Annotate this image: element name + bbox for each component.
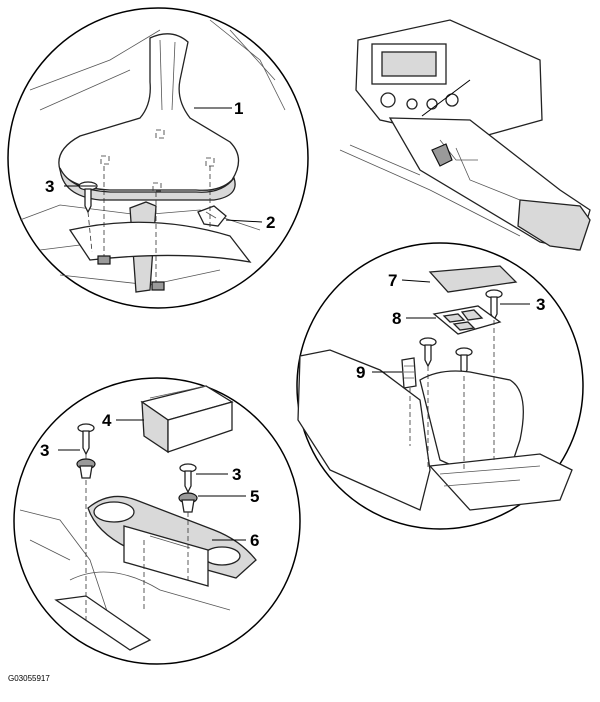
cup-holder-icon xyxy=(87,495,257,587)
compartment-tray-icon xyxy=(432,305,502,335)
callout-1: 1 xyxy=(234,99,243,118)
figure-reference-code: G03055917 xyxy=(8,674,50,683)
callout-5: 5 xyxy=(250,487,259,506)
insert-box-icon xyxy=(140,385,234,454)
detail-circle-cup-holder xyxy=(13,377,301,665)
callout-8: 8 xyxy=(392,309,401,328)
callout-3-compartment: 3 xyxy=(536,295,545,314)
clip-icon xyxy=(197,205,227,227)
spring-clip-icon xyxy=(401,357,417,389)
callout-3-gear-lever: 3 xyxy=(45,177,54,196)
callout-9: 9 xyxy=(356,363,365,382)
callout-6: 6 xyxy=(250,531,259,550)
screw-icon xyxy=(78,181,98,214)
callout-7: 7 xyxy=(388,271,397,290)
callout-3-cup-holder-right: 3 xyxy=(232,465,241,484)
callout-4: 4 xyxy=(102,411,112,430)
expansion-nut-icon xyxy=(76,458,96,479)
callout-2: 2 xyxy=(266,213,275,232)
callout-3-cup-holder-left: 3 xyxy=(40,441,49,460)
cover-mat-icon xyxy=(428,265,518,293)
detail-circle-storage-compartment xyxy=(296,242,584,530)
overview-center-console xyxy=(339,19,591,251)
detail-circle-gear-lever xyxy=(7,7,309,309)
